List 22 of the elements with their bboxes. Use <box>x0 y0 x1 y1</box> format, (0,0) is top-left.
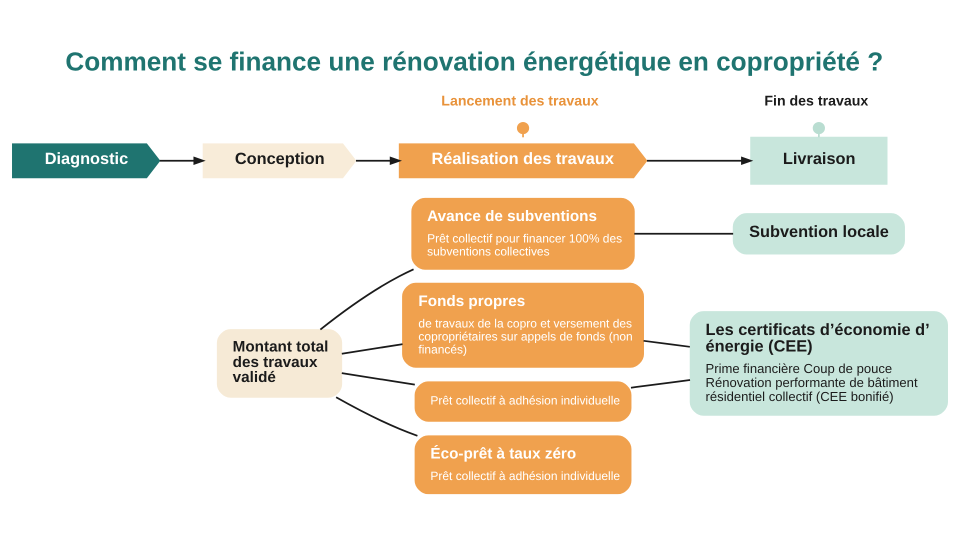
arrow <box>160 156 206 166</box>
connector <box>320 268 414 330</box>
arrow <box>356 156 402 166</box>
connector <box>516 122 530 138</box>
node-text: Lancement des travaux <box>441 94 599 110</box>
node-box: Livraison <box>750 136 888 185</box>
connector <box>342 372 415 386</box>
diagram-title: Comment se finance une rénovation énergétique en copropriété ? <box>65 46 884 77</box>
node-box: Les certificats d’économie d’ énergie (CEE) Prime financière Coup de pouce Rénovation performante de bâtiment résidentiel collectif (CEE bonifié) <box>690 311 948 416</box>
connector <box>634 232 734 235</box>
node-box: Fonds propres de travaux de la copro et versement des copropriétaires sur appels de fonds (non financés) <box>402 282 644 368</box>
connector <box>643 340 690 348</box>
node-box: Avance de subventions Prêt collectif pour financer 100% des subventions collectives <box>411 198 635 270</box>
node-box: Subvention locale <box>732 213 905 254</box>
connector <box>342 343 403 355</box>
connector <box>630 379 690 389</box>
arrow <box>646 156 754 166</box>
node-box: Montant total des travaux validé <box>216 329 342 398</box>
node-box: Prêt collectif à adhésion individuelle <box>414 381 632 422</box>
node-text: Fin des travaux <box>764 94 868 110</box>
connector <box>336 396 418 437</box>
node-box: Éco-prêt à taux zéro Prêt collectif à adhésion individuelle <box>414 435 632 494</box>
